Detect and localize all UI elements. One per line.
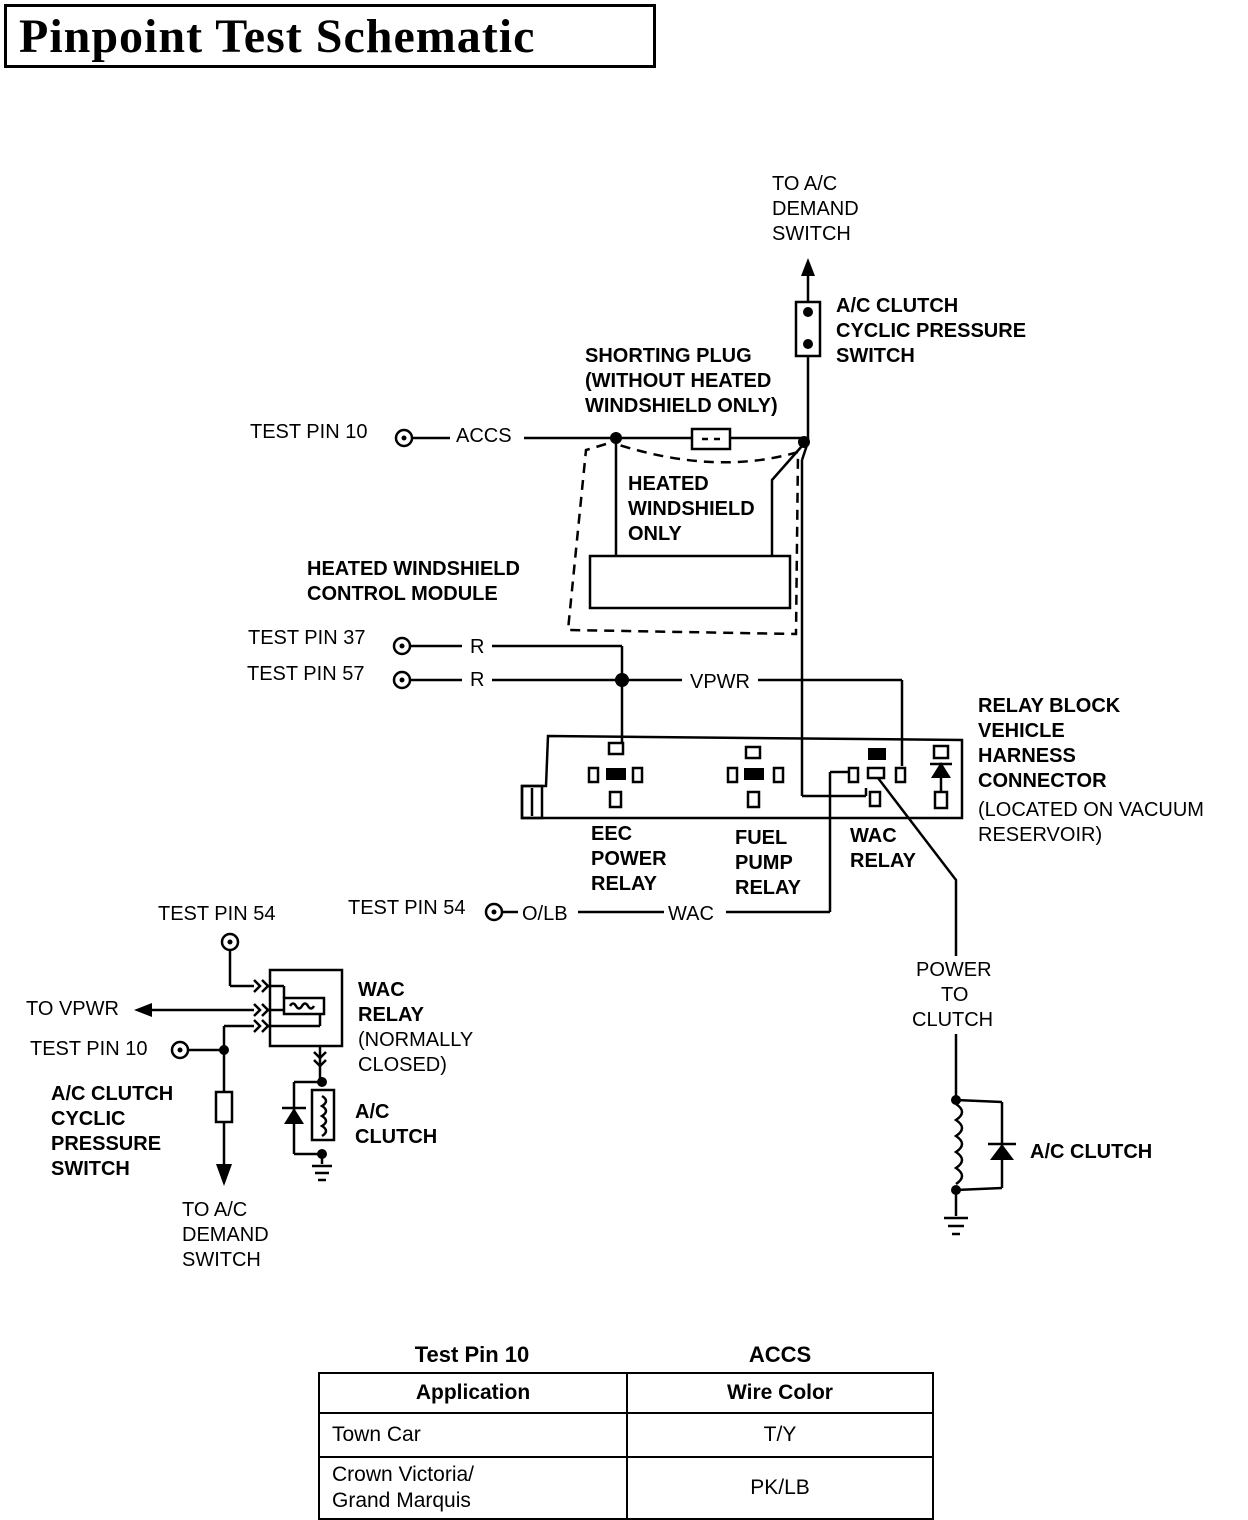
- ac-clutch-coil: [944, 1095, 1016, 1236]
- label-olb: O/LB: [522, 903, 568, 925]
- table-row: Town Car T/Y: [318, 1412, 934, 1458]
- title-box: Pinpoint Test Schematic: [4, 4, 656, 68]
- cell-wire-color: T/Y: [626, 1412, 934, 1458]
- table-signal-label: ACCS: [748, 1342, 812, 1367]
- cell-application: Crown Victoria/Grand Marquis: [318, 1456, 628, 1520]
- table-header-row: Application Wire Color: [318, 1372, 934, 1414]
- label-test-pin-54: TEST PIN 54: [348, 897, 465, 919]
- col-header-wire-color: Wire Color: [626, 1372, 934, 1414]
- label-heated-windshield-only: HEATED WINDSHIELD ONLY: [628, 473, 760, 545]
- label-relay-block: RELAY BLOCK VEHICLE HARNESS CONNECTOR: [978, 695, 1126, 792]
- diode-icon: [990, 1144, 1014, 1160]
- wac-relay-socket: [847, 748, 907, 808]
- label-test-pin-37: TEST PIN 37: [248, 627, 365, 649]
- label-eec-power-relay: EEC POWER RELAY: [591, 823, 672, 895]
- label-inset-wac-relay-nc: (NORMALLY CLOSED): [358, 1029, 478, 1076]
- label-test-pin-57: TEST PIN 57: [247, 663, 364, 685]
- table-caption: Test Pin 10 ACCS: [318, 1338, 934, 1372]
- label-inset-ac-clutch: A/C CLUTCH: [355, 1101, 437, 1148]
- col-header-application: Application: [318, 1372, 628, 1414]
- label-inset-wac-relay: WAC RELAY: [358, 979, 425, 1026]
- label-inset-to-ac-demand: TO A/C DEMAND SWITCH: [182, 1199, 274, 1271]
- inset-diode-icon: [284, 1108, 304, 1124]
- arrow-left-icon: [134, 1003, 152, 1017]
- label-shorting-plug: SHORTING PLUG (WITHOUT HEATED WINDSHIELD…: [585, 345, 778, 417]
- label-power-to-clutch: POWER TO CLUTCH: [912, 959, 997, 1031]
- cell-wire-color: PK/LB: [626, 1456, 934, 1520]
- label-r-37: R: [470, 636, 484, 658]
- inset-ground-icon: [312, 1164, 332, 1182]
- page-title: Pinpoint Test Schematic: [19, 9, 536, 63]
- label-wac: WAC: [668, 903, 714, 925]
- cell-application: Town Car: [318, 1412, 628, 1458]
- label-vpwr: VPWR: [690, 671, 750, 693]
- label-inset-test-pin-10: TEST PIN 10: [30, 1038, 147, 1060]
- heated-windshield-control-module: [588, 554, 792, 610]
- inset-wac-relay: [268, 968, 344, 1048]
- ground-icon: [944, 1216, 968, 1236]
- arrow-down-icon: [216, 1164, 232, 1186]
- fuel-pump-relay-socket: [726, 745, 785, 809]
- label-to-ac-demand-top: TO A/C DEMAND SWITCH: [772, 173, 864, 245]
- label-inset-test-pin-54: TEST PIN 54: [158, 903, 275, 925]
- wire-color-table-section: Test Pin 10 ACCS Application Wire Color …: [318, 1338, 934, 1520]
- table-row: Crown Victoria/Grand Marquis PK/LB: [318, 1456, 934, 1520]
- arrow-up-icon: [801, 258, 815, 276]
- label-hw-control-module: HEATED WINDSHIELD CONTROL MODULE: [307, 558, 526, 605]
- label-relay-block-location: (LOCATED ON VACUUM RESERVOIR): [978, 799, 1210, 846]
- label-test-pin-10: TEST PIN 10: [250, 421, 367, 443]
- label-fuel-pump-relay: FUEL PUMP RELAY: [735, 827, 802, 899]
- label-inset-ac-clutch-switch: A/C CLUTCH CYCLIC PRESSURE SWITCH: [51, 1083, 179, 1180]
- top-ac-clutch-switch: [794, 258, 822, 442]
- inset-ac-clutch: [310, 1088, 336, 1142]
- label-wac-relay: WAC RELAY: [850, 825, 917, 872]
- wire-color-table: Application Wire Color Town Car T/Y Crow…: [318, 1372, 934, 1520]
- table-pin-label: Test Pin 10: [414, 1342, 530, 1367]
- eec-power-relay-socket: [587, 741, 644, 809]
- label-ac-clutch-switch-top: A/C CLUTCH CYCLIC PRESSURE SWITCH: [836, 295, 1032, 367]
- label-inset-to-vpwr: TO VPWR: [26, 998, 119, 1020]
- label-r-57: R: [470, 669, 484, 691]
- label-accs: ACCS: [456, 425, 512, 447]
- diode-socket: [930, 744, 952, 810]
- inset-ac-clutch-switch: [214, 1090, 234, 1124]
- label-ac-clutch: A/C CLUTCH: [1030, 1141, 1152, 1163]
- shorting-plug: [690, 427, 732, 451]
